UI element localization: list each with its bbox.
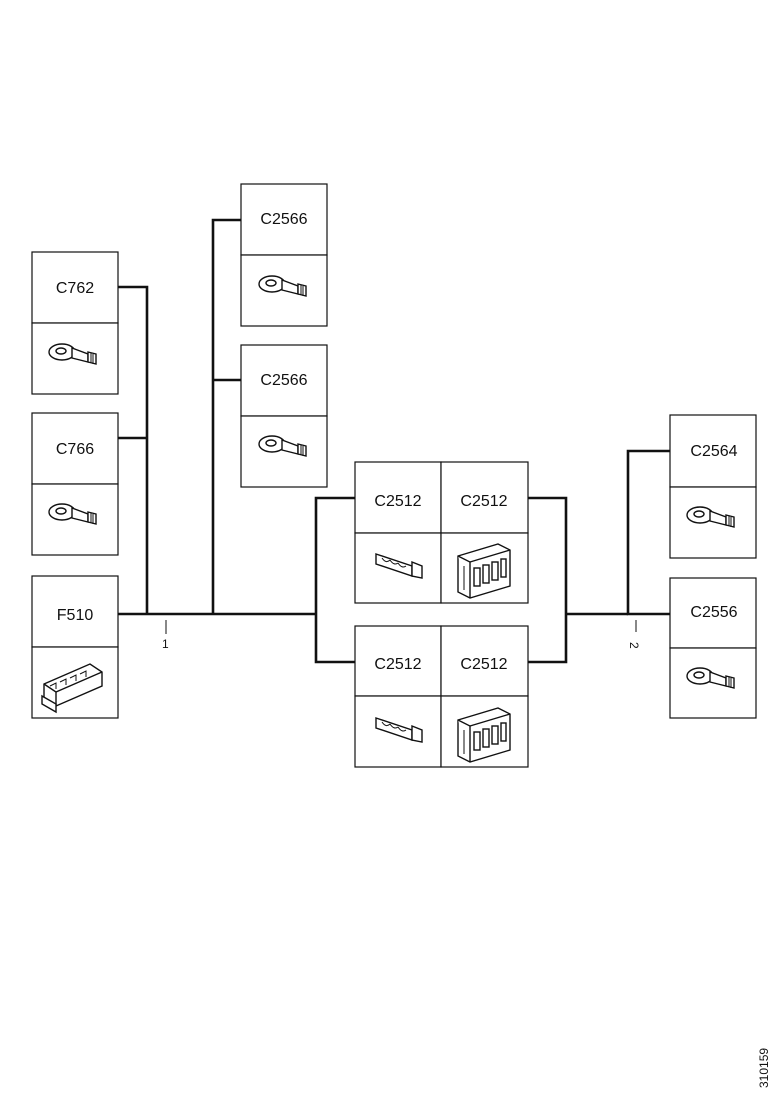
connector-f510: F510	[31, 575, 119, 719]
connector-c2556-label: C2556	[690, 604, 737, 621]
connector-c2512-bl-label: C2512	[374, 656, 421, 673]
wire-c2512-left	[314, 496, 355, 664]
connector-c2566-b-label: C2566	[260, 372, 307, 389]
connector-c762: C762	[31, 251, 119, 395]
wires	[118, 218, 670, 664]
connector-c2566-b: C2566	[240, 344, 328, 488]
connector-c2512-tl-label: C2512	[374, 493, 421, 510]
connector-c766-label: C766	[56, 441, 94, 458]
connector-group-c2512-top: C2512 C2512	[354, 461, 529, 604]
wire-label-1: 1	[162, 620, 169, 651]
wire-label-2-text: 2	[627, 642, 641, 649]
connector-c2566-a: C2566	[240, 183, 328, 327]
connector-c2512-tr-label: C2512	[460, 493, 507, 510]
wire-c762	[118, 285, 149, 614]
wire-c2566	[211, 218, 241, 614]
connector-c2512-br-label: C2512	[460, 656, 507, 673]
wire-c2512-right	[528, 496, 568, 664]
connector-group-c2512-bottom: C2512 C2512	[354, 625, 529, 768]
connector-c2556: C2556	[669, 577, 757, 719]
connector-c2564-label: C2564	[690, 443, 737, 460]
connector-c766: C766	[31, 412, 119, 556]
wire-label-2: 2	[627, 620, 641, 649]
connector-c2564: C2564	[669, 414, 757, 559]
figure-id: 310159	[757, 1048, 771, 1088]
connector-f510-label: F510	[57, 607, 94, 624]
wire-c2564	[626, 449, 670, 616]
connector-c2566-a-label: C2566	[260, 211, 307, 228]
connector-c762-label: C762	[56, 280, 94, 297]
wire-label-1-text: 1	[162, 637, 169, 651]
